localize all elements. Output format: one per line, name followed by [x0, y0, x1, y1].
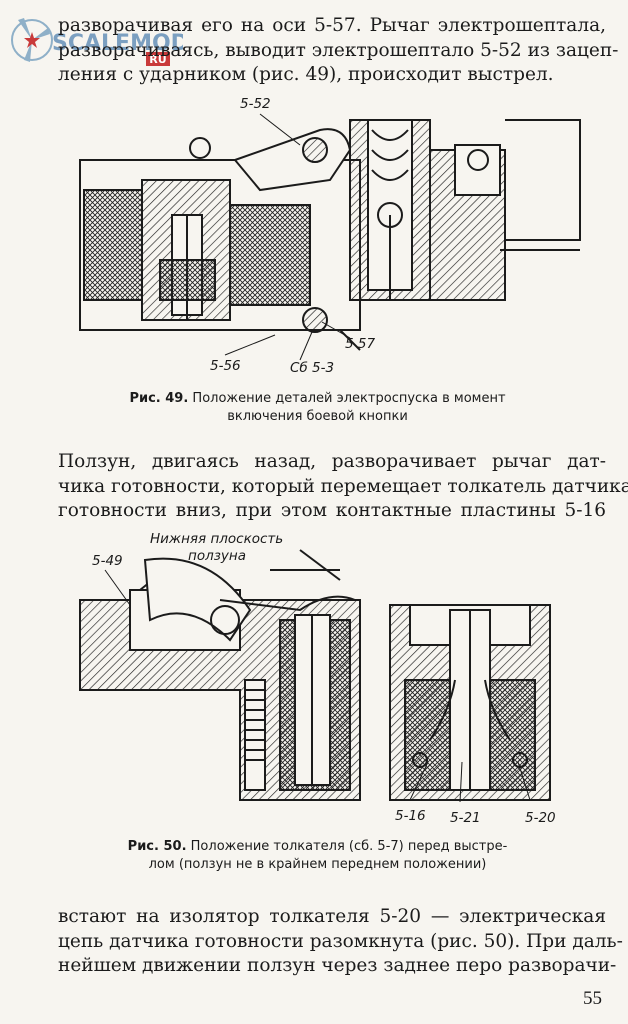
paragraph-1: разворачивая его на оси 5-57. Рычаг элек… [58, 14, 619, 88]
caption-text: Положение деталей электроспуска в момент [192, 391, 506, 406]
paragraph-3: встают на изолятор толкателя 5-20 — элек… [58, 905, 623, 979]
fig50-label-5-49: 5-49 [92, 553, 123, 569]
figure-49-caption: Рис. 49. Положение деталей электроспуска… [70, 390, 565, 426]
fig50-label-plane-line1: Нижняя плоскость [150, 531, 283, 547]
text-line: встают на изолятор толкателя 5-20 — элек… [58, 906, 606, 927]
fig50-label-5-16: 5-16 [395, 808, 426, 824]
fig50-label-5-21: 5-21 [450, 810, 481, 826]
caption-line: Рис. 49. Положение деталей электроспуска… [70, 390, 565, 408]
text-line: Ползун, двигаясь назад, разворачивает ры… [58, 451, 606, 472]
caption-text: Положение толкателя (сб. 5-7) перед выст… [190, 839, 508, 854]
figure-50-drawing: Нижняя плоскость ползуна 5-49 5-16 5-21 … [79, 531, 556, 826]
figure-number: Рис. 50. [127, 839, 187, 854]
paragraph-2: Ползун, двигаясь назад, разворачивает ры… [58, 450, 628, 524]
propeller-icon [11, 18, 53, 62]
text-line: чика готовности, который перемещает толк… [58, 475, 628, 497]
fig49-label-5-52: 5-52 [240, 96, 271, 112]
fig50-label-plane-line2: ползуна [188, 548, 246, 564]
text-line: нейшем движении ползун через заднее перо… [58, 955, 617, 976]
page-number: 55 [583, 988, 602, 1009]
watermark-site-text: SCALEMODELS [52, 31, 183, 56]
text-line: разворачивая его на оси 5-57. Рычаг элек… [58, 15, 606, 36]
watermark-tld-text: RU [149, 53, 166, 66]
caption-line: включения боевой кнопки [227, 409, 408, 424]
caption-line: лом (ползун не в крайнем переднем положе… [148, 857, 487, 872]
caption-line: Рис. 50. Положение толкателя (сб. 5-7) п… [70, 838, 565, 856]
figure-number: Рис. 49. [129, 391, 189, 406]
figure-49-drawing: 5-52 5-56 Сб 5-3 5 57 [79, 96, 581, 376]
text-line: разворачиваясь, выводит электрошептало 5… [58, 39, 619, 61]
scalemodels-logo: SCALEMODELS RU [11, 18, 183, 66]
fig49-label-sb-5-3: Сб 5-3 [290, 360, 334, 376]
figure-50-caption: Рис. 50. Положение толкателя (сб. 5-7) п… [70, 838, 565, 874]
text-line: ления с ударником (рис. 49), происходит … [58, 64, 554, 85]
fig49-label-5-56: 5-56 [210, 358, 241, 374]
text-line: цепь датчика готовности разомкнута (рис.… [58, 930, 623, 952]
text-line: готовности вниз, при этом контактные пла… [58, 500, 606, 521]
fig50-label-5-20: 5-20 [525, 810, 556, 826]
fig49-label-5-57: 5 57 [345, 336, 375, 352]
